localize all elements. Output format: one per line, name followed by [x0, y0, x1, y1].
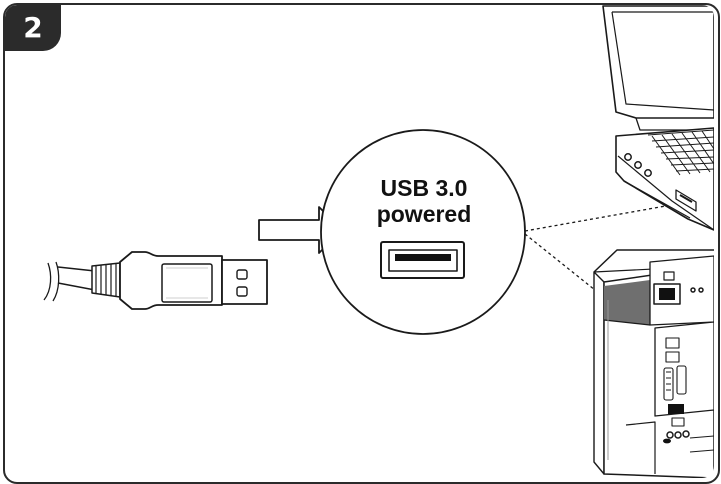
usb-port-icon: [380, 241, 465, 279]
laptop-icon: [602, 5, 714, 231]
step-number-badge: 2: [5, 5, 61, 51]
io-panel: [607, 300, 714, 474]
power-socket-icon: [653, 271, 704, 305]
callout-title-line2: powered: [377, 201, 472, 227]
callout-circle: [320, 129, 526, 335]
usb-plug-icon: [43, 251, 268, 310]
callout-title-line1: USB 3.0: [381, 175, 468, 201]
